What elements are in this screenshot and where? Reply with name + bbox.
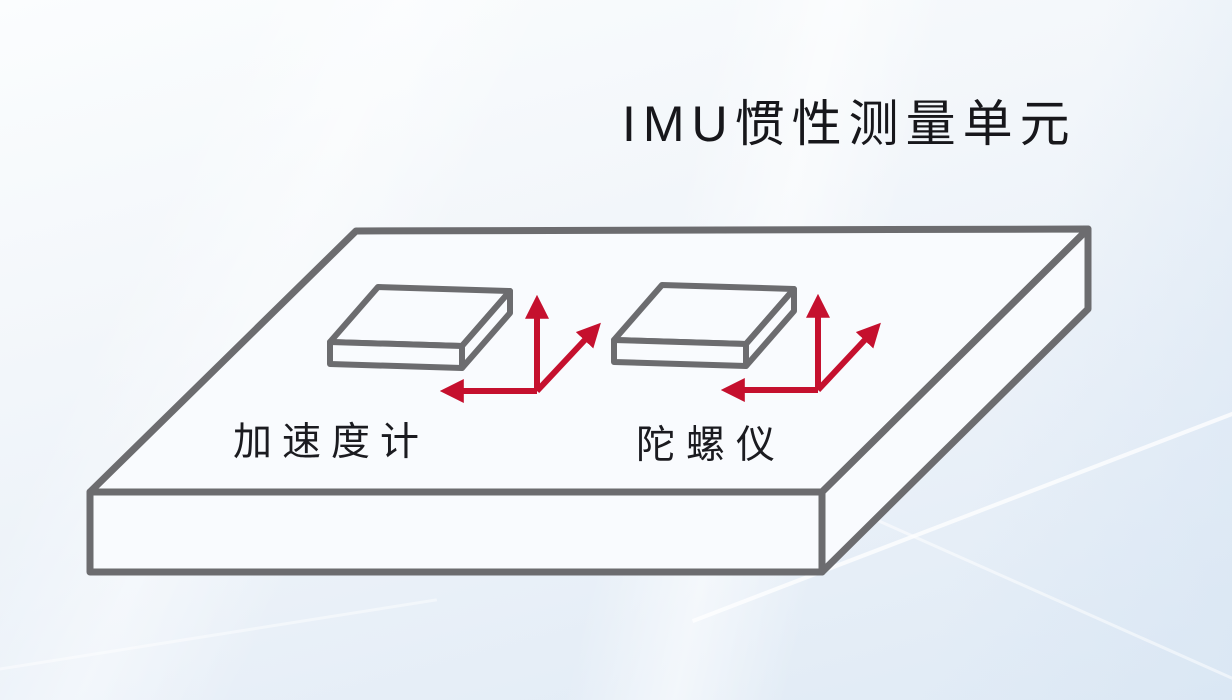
gray-outline-group [86,225,1092,576]
accelerometer-chip [327,284,513,371]
accelerometer-chip-front-face [327,339,465,371]
gyroscope-chip-front-face [611,337,749,369]
accelerometer-label: 加速度计 [233,421,430,464]
gyroscope-chip-side-face [743,286,797,369]
accelerometer-chip-side-face [459,288,513,371]
gyroscope-label: 陀螺仪 [636,424,787,467]
axis-diagonal-arrow-icon [534,322,601,394]
axes-group [439,293,881,403]
gyroscope-axes-icon [720,293,881,402]
accelerometer-axes-icon [439,294,601,403]
pcb-board-side-face [818,225,1092,576]
pcb-board-front-face [86,488,826,576]
gyroscope-chip [611,282,797,369]
axis-diagonal-arrow-icon [815,322,881,393]
pcb-board [86,225,1092,576]
page-title: IMU惯性测量单元 [622,96,1077,152]
